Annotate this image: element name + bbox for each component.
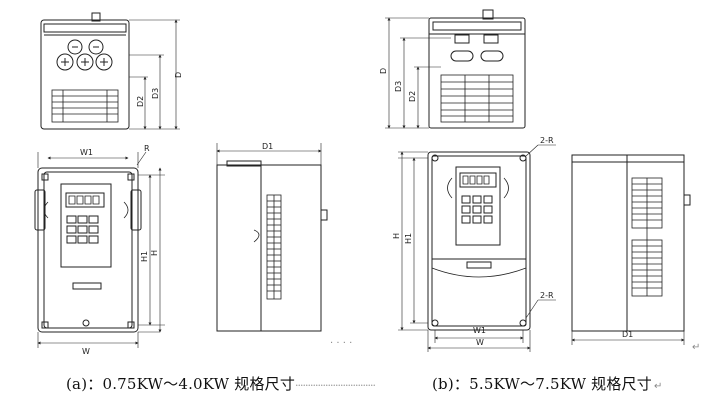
a-front-r-label: R bbox=[144, 144, 150, 153]
caption-dots: ································ bbox=[295, 379, 376, 392]
b-front-h-label: H bbox=[392, 233, 401, 239]
b-side-d1-label: D1 bbox=[622, 330, 633, 339]
b-top-d-label: D bbox=[379, 68, 388, 74]
a-side-view bbox=[216, 143, 328, 332]
b-front-h1-label: H1 bbox=[404, 233, 413, 244]
middle-dots: · · · · bbox=[330, 338, 353, 349]
a-front-h1-label: H1 bbox=[140, 251, 149, 262]
a-top-d3-label: D3 bbox=[151, 88, 160, 99]
b-front-2r-bottom-label: 2-R bbox=[540, 291, 554, 300]
b-top-view bbox=[385, 9, 526, 129]
caption-b-text: (b)：5.5KW～7.5KW 规格尺寸 bbox=[432, 375, 652, 393]
a-front-w1-label: W1 bbox=[80, 148, 93, 157]
caption-return-mark: ↵ bbox=[653, 381, 663, 392]
b-front-view bbox=[398, 144, 556, 352]
b-top-d3-label: D3 bbox=[394, 81, 403, 92]
a-front-w-label: W bbox=[82, 347, 90, 356]
caption-b: (b)：5.5KW～7.5KW 规格尺寸↵ bbox=[432, 373, 663, 394]
a-front-h-label: H bbox=[150, 250, 159, 256]
a-top-d2-label: D2 bbox=[136, 96, 145, 107]
return-mark: ↵ bbox=[692, 342, 701, 353]
a-top-d-label: D bbox=[174, 72, 183, 78]
caption-a-text: (a)：0.75KW～4.0KW 规格尺寸 bbox=[66, 375, 296, 393]
b-front-w1-label: W1 bbox=[473, 326, 486, 335]
b-front-2r-top-label: 2-R bbox=[540, 136, 554, 145]
a-top-view bbox=[40, 12, 180, 130]
caption-a: (a)：0.75KW～4.0KW 规格尺寸···················… bbox=[66, 373, 376, 394]
a-side-d1-label: D1 bbox=[262, 142, 273, 151]
b-front-w-label: W bbox=[476, 338, 484, 347]
b-top-d2-label: D2 bbox=[408, 91, 417, 102]
a-front-view bbox=[34, 151, 165, 348]
b-side-view bbox=[571, 154, 691, 345]
